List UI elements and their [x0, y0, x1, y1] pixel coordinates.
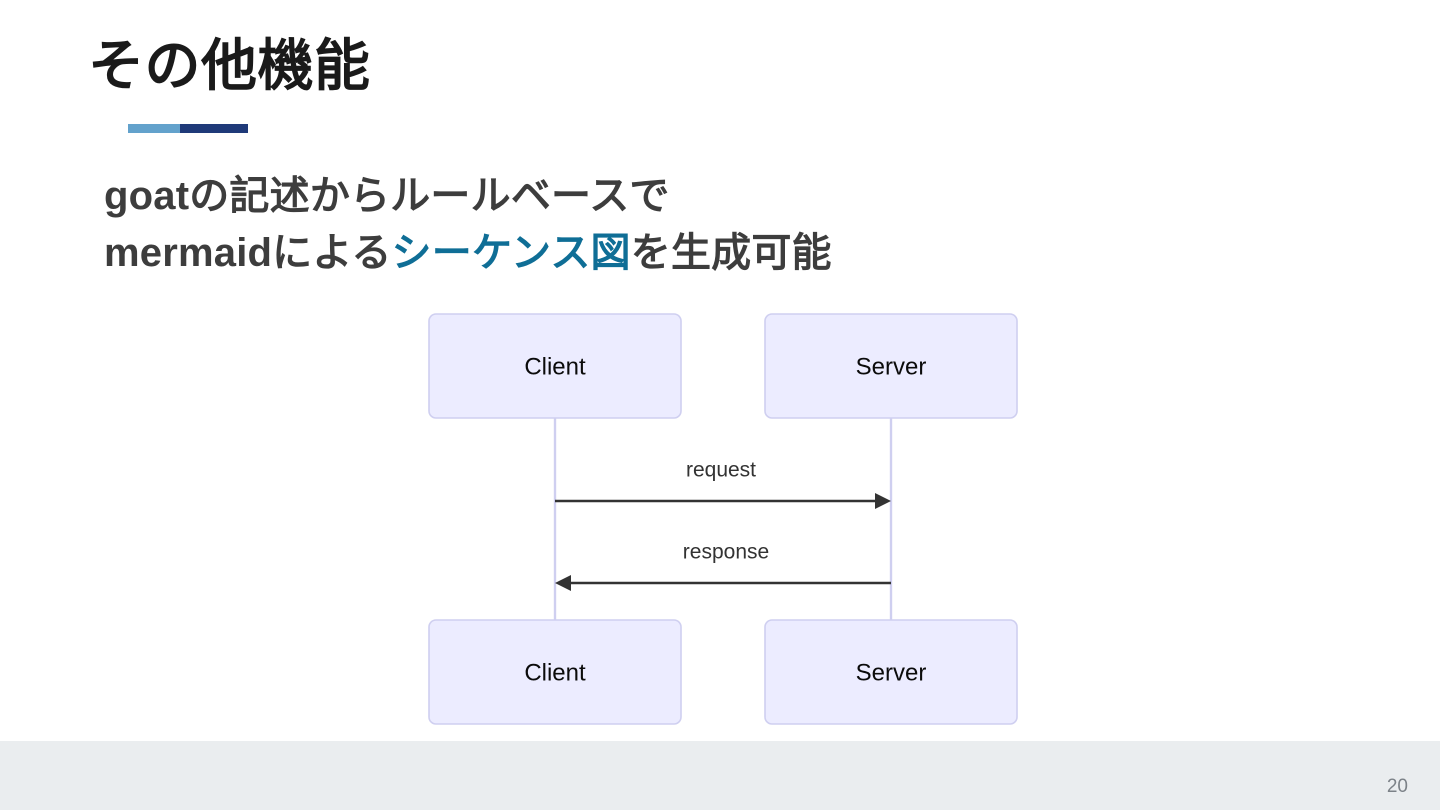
subtitle-text: goatの記述からルールベースで mermaidによるシーケンス図を生成可能	[104, 168, 832, 282]
subtitle-line-2-suffix: を生成可能	[630, 230, 832, 275]
subtitle-line-2: mermaidによるシーケンス図を生成可能	[104, 225, 832, 282]
subtitle-highlight-sequence-diagram: シーケンス図	[391, 230, 631, 275]
actor-box-server-top	[764, 313, 1018, 419]
message-label-request: request	[686, 459, 756, 482]
subtitle-line-1: goatの記述からルールベースで	[104, 168, 832, 225]
message-arrow-head-request	[875, 493, 891, 509]
title-accent-segment-dark	[180, 124, 248, 133]
footer-band: 20	[0, 741, 1440, 810]
actor-box-server-bottom	[764, 619, 1018, 725]
message-label-response: response	[683, 541, 769, 564]
message-arrow-head-response	[555, 575, 571, 591]
page-title: その他機能	[88, 34, 371, 97]
actor-label-server-top: Server	[856, 353, 927, 380]
subtitle-line-1-text: goatの記述からルールベースで	[104, 174, 670, 218]
actor-label-client-top: Client	[524, 353, 586, 380]
actor-box-client-bottom	[428, 619, 682, 725]
title-accent-segment-light	[128, 124, 180, 133]
actor-box-client-top	[428, 313, 682, 419]
actor-label-client-bottom: Client	[524, 659, 586, 686]
title-accent-rule	[128, 124, 248, 133]
page-number: 20	[1386, 776, 1408, 797]
sequence-diagram: Client Server request response Client Se…	[420, 296, 1030, 732]
subtitle-line-2-prefix: mermaidによる	[104, 230, 392, 275]
actor-label-server-bottom: Server	[856, 659, 927, 686]
